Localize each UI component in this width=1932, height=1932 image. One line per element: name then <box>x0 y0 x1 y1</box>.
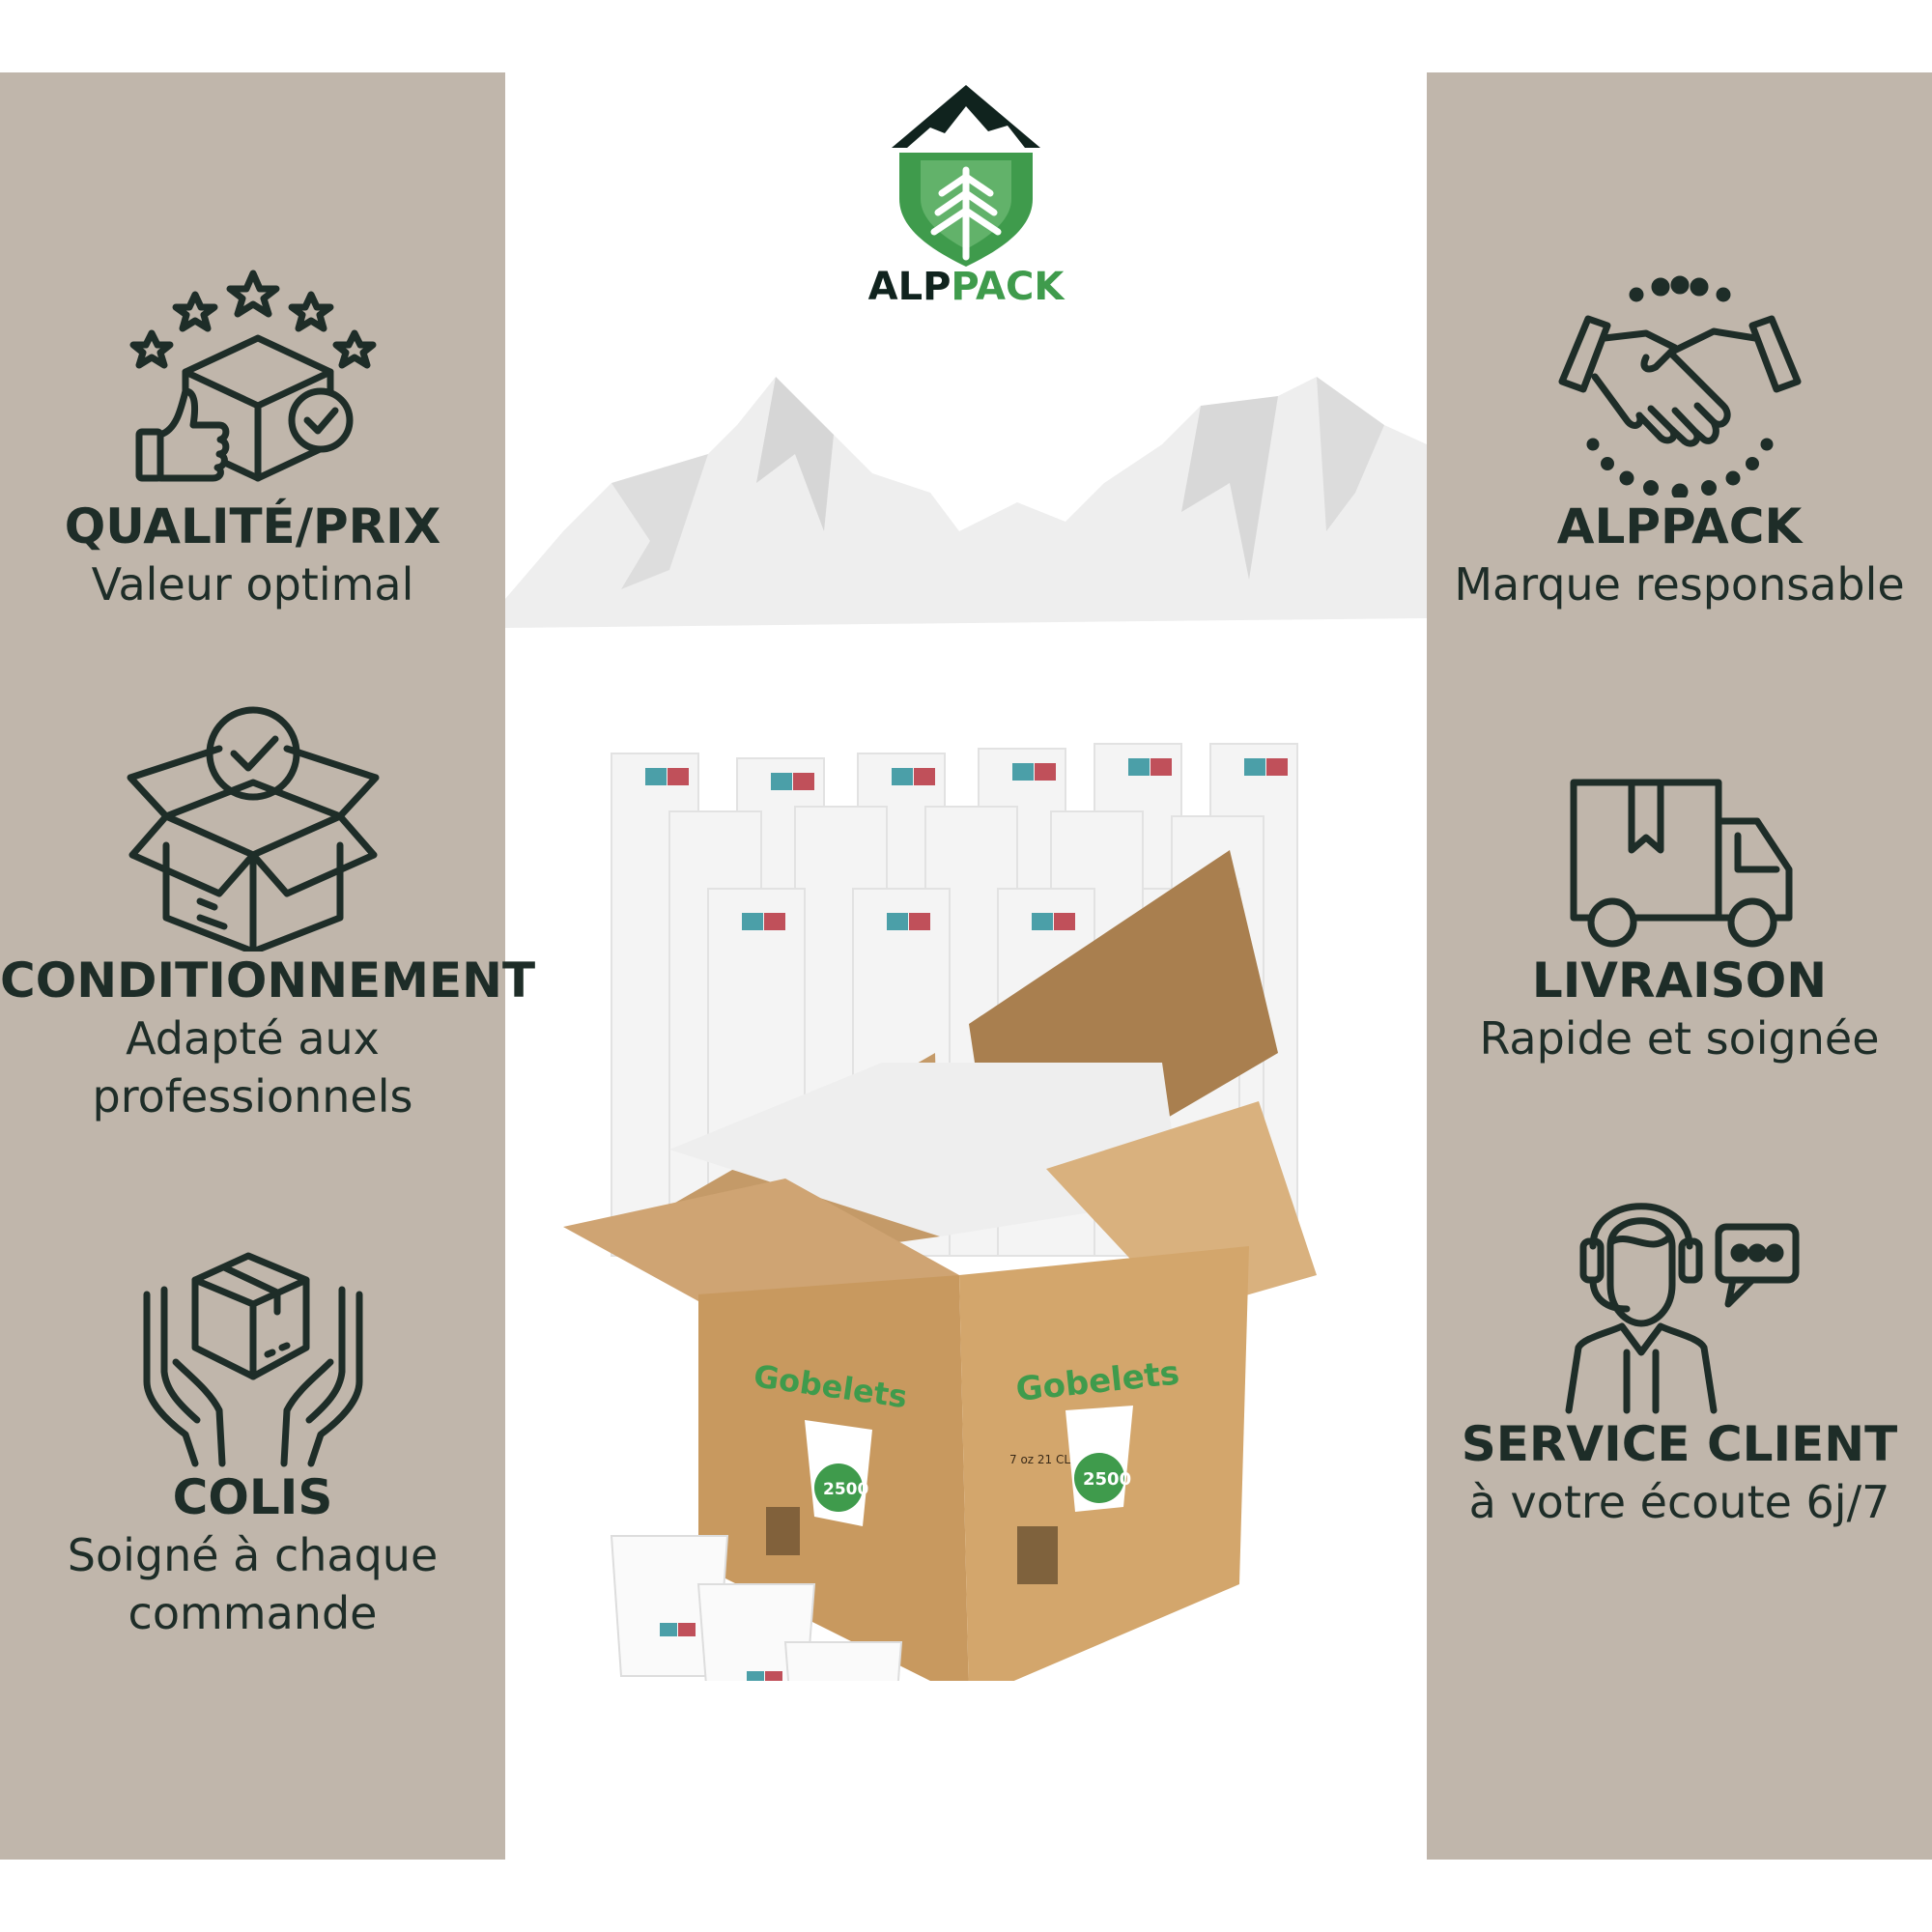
feature-subtitle: Soigné à chaque <box>67 1529 439 1581</box>
feature-subtitle: professionnels <box>92 1070 413 1122</box>
feature-brand: ALPPACK Marque responsable <box>1427 275 1932 613</box>
feature-subtitle: Marque responsable <box>1454 558 1905 611</box>
right-feature-panel: ALPPACK Marque responsable LIVRAISON Rap… <box>1427 72 1932 1860</box>
product-photo: Gobelets Gobelets 2500 7 oz 21 CL 2500 <box>563 743 1317 1681</box>
loose-cup-prints <box>660 1623 782 1681</box>
feature-subtitle: Valeur optimal <box>91 558 414 611</box>
loose-cups <box>610 1535 903 1681</box>
handshake-icon <box>1558 275 1801 497</box>
feature-subtitle: à votre écoute 6j/7 <box>1468 1476 1890 1528</box>
mountain-illustration <box>505 377 1427 667</box>
feature-title: COLIS <box>172 1469 333 1525</box>
box-size-label: 7 oz 21 CL <box>1009 1453 1070 1466</box>
left-feature-panel: QUALITÉ/PRIX Valeur optimal CONDITIONNEM… <box>0 72 536 1860</box>
hands-box-icon <box>143 1252 362 1467</box>
feature-quality-price: QUALITÉ/PRIX Valeur optimal <box>0 266 505 613</box>
brand-name-part2: PACK <box>951 265 1065 309</box>
feature-title: SERVICE CLIENT <box>1461 1416 1898 1472</box>
feature-title: ALPPACK <box>1556 498 1803 554</box>
customer-service-headset-icon <box>1565 1203 1799 1414</box>
feature-parcel: COLIS Soigné à chaque commande <box>0 1246 505 1642</box>
feature-title: QUALITÉ/PRIX <box>64 498 441 554</box>
feature-delivery: LIVRAISON Rapide et soignée <box>1427 778 1932 1067</box>
feature-title: CONDITIONNEMENT <box>0 952 536 1009</box>
feature-subtitle: Adapté aux <box>126 1012 380 1065</box>
delivery-truck-icon <box>1570 779 1792 948</box>
box-count-side: 2500 <box>823 1480 868 1499</box>
cup-prints <box>645 758 1288 930</box>
feature-packaging: CONDITIONNEMENT Adapté aux professionnel… <box>0 700 536 1125</box>
quality-box-stars-icon <box>129 270 376 482</box>
product-showcase: ALPPACK <box>505 0 1427 1932</box>
open-box-check-icon <box>127 706 379 952</box>
brand-wordmark: ALPPACK <box>505 265 1427 309</box>
alppack-logo <box>892 85 1040 267</box>
box-count-front: 2500 <box>1083 1469 1131 1490</box>
feature-title: LIVRAISON <box>1531 952 1828 1009</box>
feature-subtitle: commande <box>128 1587 378 1639</box>
brand-name-part1: ALP <box>867 265 952 309</box>
cardboard-box: Gobelets Gobelets 2500 7 oz 21 CL 2500 <box>563 850 1317 1681</box>
feature-customer-service: SERVICE CLIENT à votre écoute 6j/7 <box>1427 1174 1932 1531</box>
feature-subtitle: Rapide et soignée <box>1479 1012 1880 1065</box>
